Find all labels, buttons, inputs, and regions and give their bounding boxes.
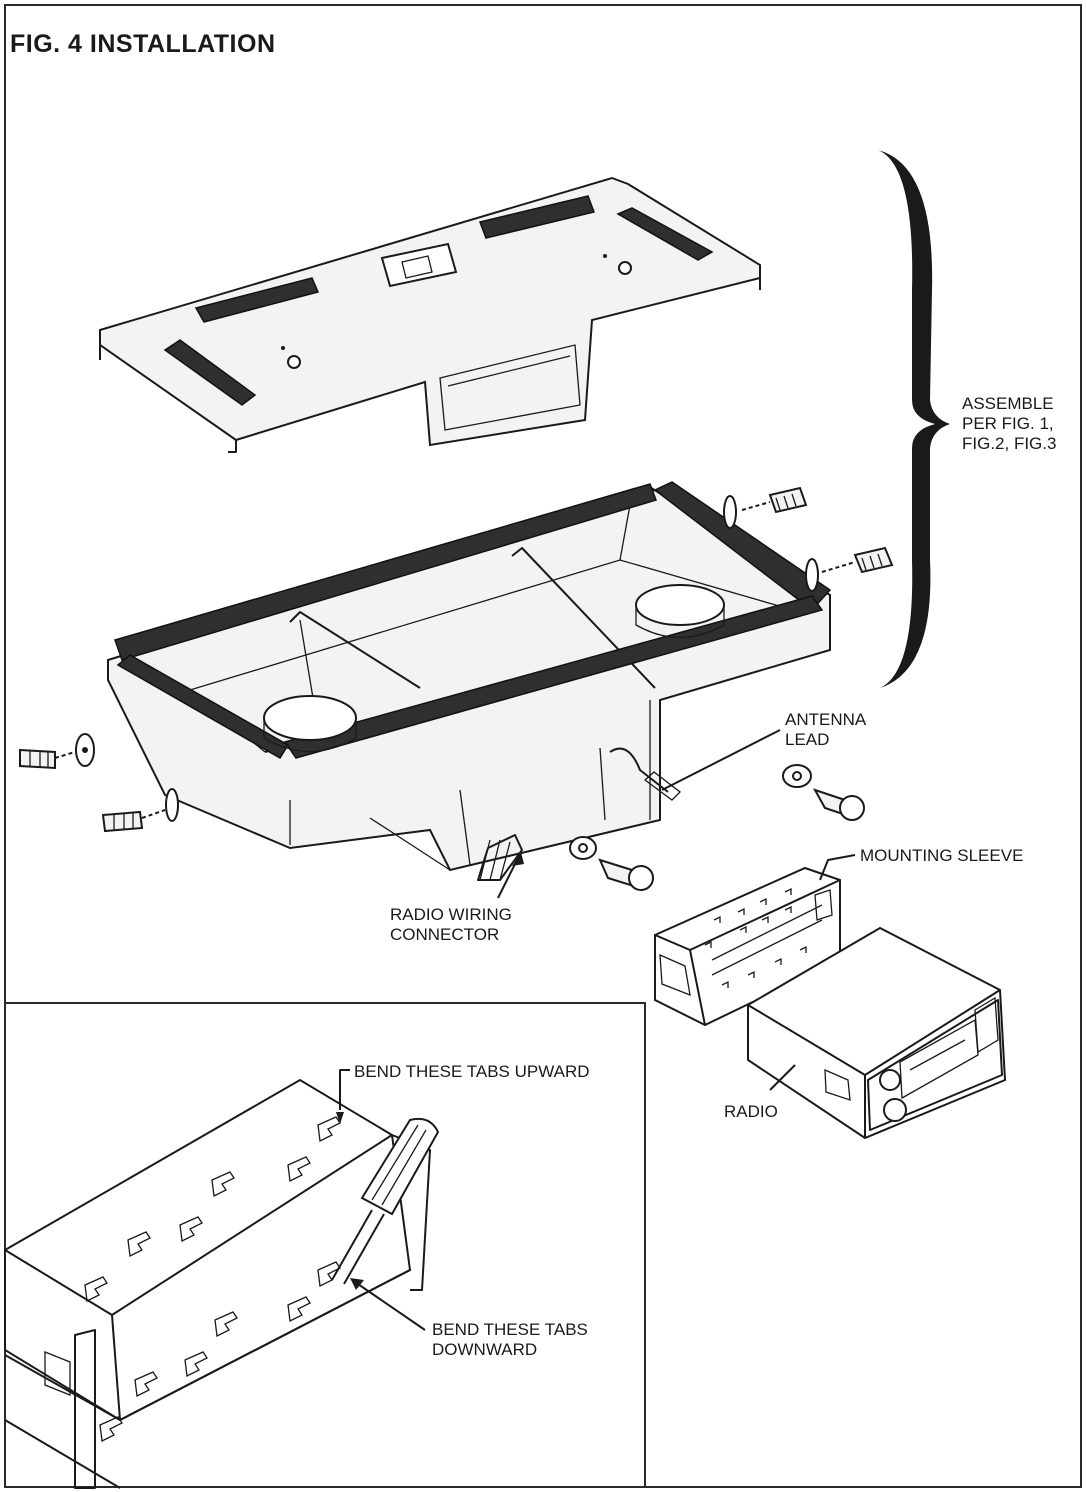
screwdriver-shaft: [331, 1209, 385, 1285]
tabs-down-line2: DOWNWARD: [432, 1340, 538, 1359]
wiring-label-line2: CONNECTOR: [390, 925, 500, 944]
speaker-enclosure: [107, 481, 832, 881]
adhesive-strip: [478, 195, 596, 239]
knob: [883, 1098, 907, 1122]
antenna-lead-label: ANTENNA LEAD: [785, 710, 866, 750]
radio-unit: [747, 926, 1007, 1140]
tabs-down-line1: BEND THESE TABS: [432, 1320, 588, 1339]
adhesive-strip: [194, 277, 320, 323]
gasket-strip: [116, 654, 290, 760]
tabs-upward-leader: [339, 1069, 350, 1110]
speaker: [635, 584, 725, 626]
assembly-brace: [878, 150, 950, 688]
gasket-strip: [114, 483, 657, 661]
assemble-label-line3: FIG.2, FIG.3: [962, 434, 1057, 453]
washer: [805, 558, 819, 592]
radio-wiring-connector-label: RADIO WIRING CONNECTOR: [390, 905, 512, 945]
gasket-strip: [653, 481, 832, 612]
leader-line: [819, 854, 856, 881]
wiring-label-line1: RADIO WIRING: [390, 905, 512, 924]
knob: [879, 1069, 901, 1091]
antenna-lead: [609, 747, 669, 793]
screw: [768, 486, 808, 514]
adhesive-strip: [616, 207, 714, 261]
center-clip: [380, 242, 458, 288]
tabs-downward-label: BEND THESE TABS DOWNWARD: [432, 1320, 588, 1360]
washer: [723, 495, 737, 529]
washer: [165, 788, 179, 822]
screw: [19, 748, 56, 770]
screw: [101, 810, 144, 833]
fasteners: [19, 486, 894, 891]
mounting-sleeve-label: MOUNTING SLEEVE: [860, 846, 1024, 865]
antenna-leader: [661, 729, 781, 791]
sleeve-closeup: [4, 1069, 440, 1489]
tabs-upward-label: BEND THESE TABS UPWARD: [354, 1062, 590, 1081]
adhesive-strip: [163, 339, 257, 406]
leader-line: [769, 1064, 796, 1091]
cover-plate: [99, 176, 761, 453]
cassette-door: [899, 1018, 979, 1100]
inset-panel: [4, 1002, 646, 1488]
assemble-label-line1: ASSEMBLE: [962, 394, 1054, 413]
screw: [853, 546, 894, 574]
screw-hole: [618, 261, 632, 275]
mounting-sleeve: [654, 854, 856, 1027]
speaker: [263, 695, 357, 741]
assemble-label: ASSEMBLE PER FIG. 1, FIG.2, FIG.3: [962, 394, 1056, 454]
figure-title: FIG. 4 INSTALLATION: [10, 30, 276, 58]
screw-hole: [287, 355, 301, 369]
antenna-label-line2: LEAD: [785, 730, 830, 749]
figure-frame: [4, 4, 1082, 1488]
assemble-label-line2: PER FIG. 1,: [962, 414, 1054, 433]
radio-label: RADIO: [724, 1102, 778, 1121]
tabs-downward-leader: [354, 1281, 426, 1331]
antenna-label-line1: ANTENNA: [785, 710, 867, 729]
